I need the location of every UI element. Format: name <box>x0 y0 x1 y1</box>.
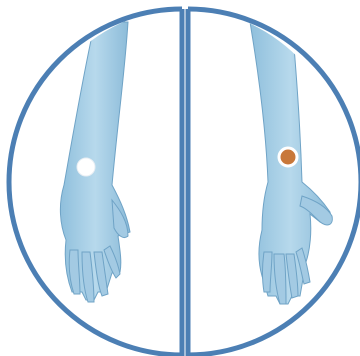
left-marker-empty <box>77 158 95 176</box>
right-marker-filled <box>279 148 297 166</box>
right-panel-palm-view <box>250 22 332 304</box>
panel-frame <box>9 9 360 356</box>
left-panel-back-view <box>60 22 130 302</box>
left-arm-illustration <box>60 22 130 302</box>
